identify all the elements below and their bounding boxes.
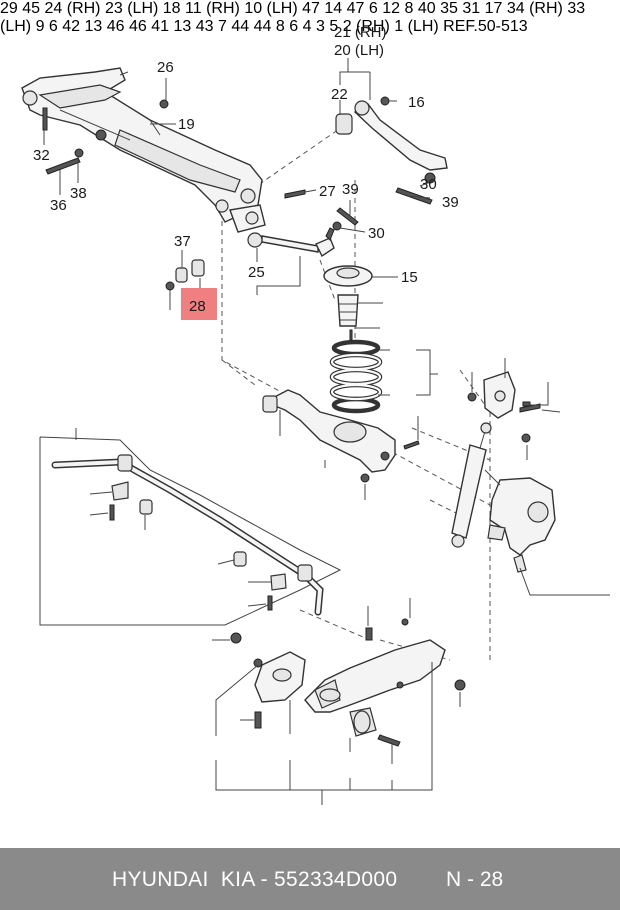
lower-arm [262, 389, 420, 483]
spring-seat-and-bumper [323, 265, 373, 341]
callout-34: 34 (RH) [506, 0, 563, 17]
callout-35: 35 [440, 0, 458, 17]
rear-subframe [21, 67, 266, 233]
rear-carrier [487, 477, 556, 573]
coil-spring [329, 339, 383, 414]
callout-13a: 13 [84, 18, 103, 35]
callout-41: 41 [151, 18, 170, 35]
exploded-parts-diagram: 21 (RH) 20 (LH) 26 19 22 16 32 36 38 27 … [21, 24, 610, 805]
upper-arm [335, 96, 448, 205]
callout-15: 15 [401, 269, 418, 286]
bushings-28-37 [165, 259, 205, 291]
callout-36: 36 [50, 197, 67, 214]
callout-27: 27 [319, 183, 336, 200]
callout-12: 12 [382, 0, 401, 17]
callout-11: 11 (RH) [185, 0, 240, 17]
callout-8a: 8 [404, 0, 414, 17]
callout-10: 10 (LH) [244, 0, 298, 17]
callout-46b: 46 [129, 18, 147, 35]
leader-lines [43, 58, 561, 805]
highlighted-part-box [181, 288, 217, 320]
callout-21: 21 (RH) [334, 24, 387, 41]
callout-6c: 6 [289, 18, 299, 35]
callout-6a: 6 [368, 0, 378, 17]
callout-45: 45 [22, 0, 41, 17]
ref-leader [519, 567, 610, 596]
callout-19: 19 [178, 116, 195, 133]
callout-47a: 47 [302, 0, 320, 17]
callout-3: 3 [315, 18, 325, 35]
callout-40: 40 [417, 0, 436, 17]
frame-bolts [42, 99, 306, 199]
callout-39b: 39 [442, 194, 459, 211]
knuckle-bracket [467, 371, 541, 419]
page-reference: N - 28 [446, 868, 504, 891]
callout-14: 14 [324, 0, 343, 17]
highlighted-part-number: 28 [189, 298, 206, 315]
callout-18: 18 [162, 0, 181, 17]
callout-1: 1 (LH) [394, 18, 439, 35]
callout-4: 4 [302, 18, 312, 35]
callout-38: 38 [70, 185, 87, 202]
callout-25: 25 [248, 264, 265, 281]
callout-7: 7 [218, 18, 227, 35]
callout-46a: 46 [106, 18, 125, 35]
callout-29: 29 [0, 0, 18, 17]
callout-33: 33 (LH) [0, 0, 586, 35]
callout-30a: 30 [420, 176, 437, 193]
callout-39a: 39 [342, 181, 359, 198]
callout-17: 17 [484, 0, 503, 17]
trailing-arm [304, 618, 466, 747]
highlighted-part-label-layer: 28 [189, 298, 206, 315]
callout-42: 42 [62, 18, 81, 35]
reference-label: REF.50-513 [443, 18, 528, 35]
callout-23: 23 (LH) [104, 0, 159, 17]
callout-labels: 21 (RH) 20 (LH) 26 19 22 16 32 36 38 27 … [33, 24, 459, 286]
callout-24: 24 (RH) [44, 0, 101, 17]
callout-30b: 30 [368, 225, 385, 242]
callout-8b: 8 [275, 18, 285, 35]
callout-47b: 47 [346, 0, 365, 17]
stabilizer-bar-group [39, 436, 342, 644]
callout-44b: 44 [253, 18, 272, 35]
callout-26: 26 [157, 59, 174, 76]
trailing-arm-bracket [253, 651, 306, 729]
shock-absorber [451, 422, 531, 548]
callout-43: 43 [195, 18, 214, 35]
callout-31: 31 [462, 0, 481, 17]
callout-22: 22 [331, 86, 348, 103]
callout-44a: 44 [231, 18, 250, 35]
lateral-link [247, 207, 359, 258]
callout-9: 9 [35, 18, 45, 35]
callout-37: 37 [174, 233, 191, 250]
callout-20: 20 (LH) [334, 42, 384, 59]
callout-16: 16 [408, 94, 425, 111]
catalog-footer-bar: HYUNDAI KIA - 552334D000 N - 28 [0, 848, 620, 910]
callout-2: 2 (RH) [342, 18, 390, 35]
callout-5: 5 [329, 18, 339, 35]
callout-6b: 6 [48, 18, 58, 35]
catalog-line: HYUNDAI KIA - 552334D000 [112, 868, 398, 891]
callout-13b: 13 [173, 18, 192, 35]
callout-32: 32 [33, 147, 50, 164]
